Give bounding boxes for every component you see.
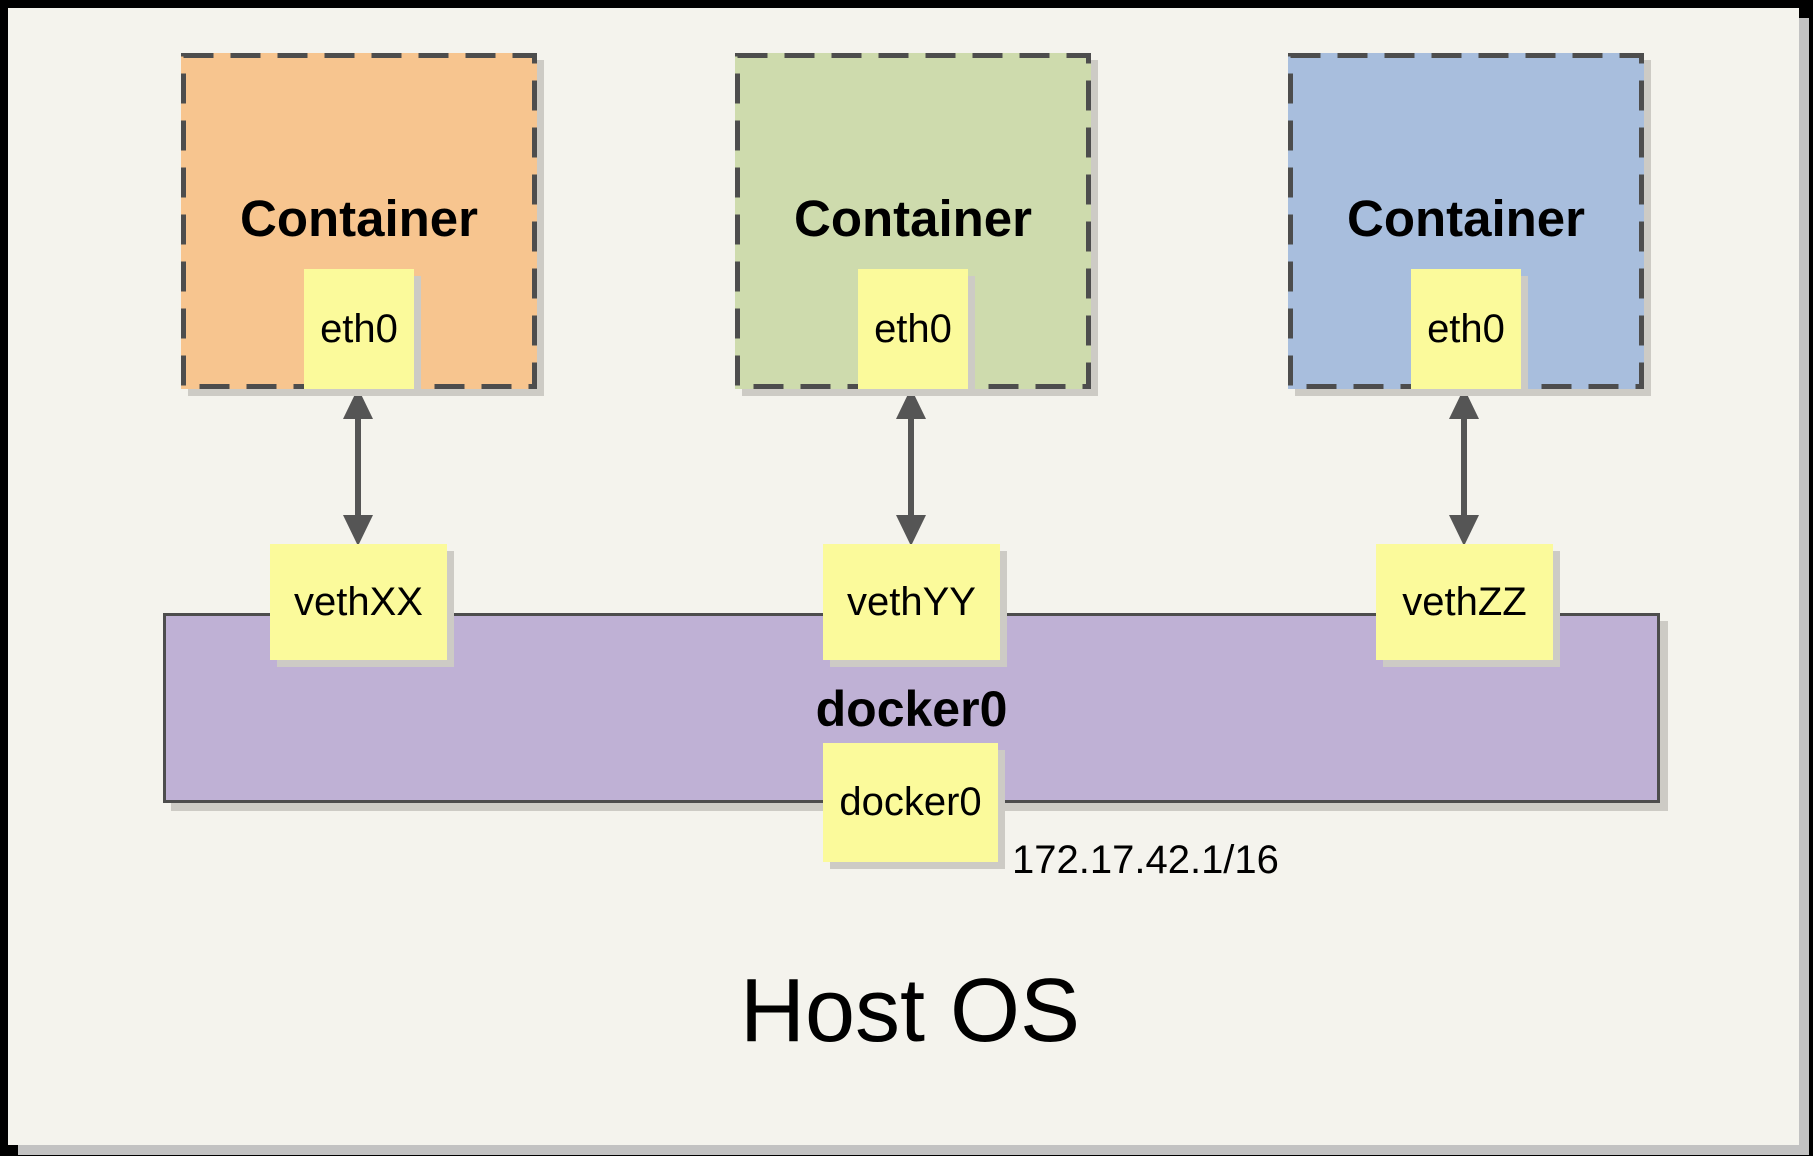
vethxx-box: vethXX [270,544,447,660]
vethzz-box: vethZZ [1376,544,1553,660]
container-box-3: Container eth0 [1288,53,1644,389]
vethxx-label: vethXX [294,579,423,624]
host-os-label: Host OS [739,961,1081,1061]
docker0-interface-box: docker0 [823,743,998,862]
eth0-label: eth0 [320,306,398,351]
vethyy-box: vethYY [823,544,1000,660]
eth0-veth-arrow-icon [896,388,926,546]
container-label: Container [793,190,1033,248]
container-box-1: Container eth0 [181,53,537,389]
eth0-label: eth0 [1427,306,1505,351]
eth0-veth-arrow-icon [343,388,373,546]
container-label: Container [1346,190,1586,248]
eth0-veth-arrow-icon [1449,388,1479,546]
eth0-box: eth0 [858,269,968,389]
vethyy-label: vethYY [847,579,976,624]
docker0-bridge-label: docker0 [815,681,1008,737]
vethzz-label: vethZZ [1402,579,1527,624]
eth0-label: eth0 [874,306,952,351]
eth0-box: eth0 [304,269,414,389]
eth0-box: eth0 [1411,269,1521,389]
docker0-interface-label: docker0 [839,780,982,824]
container-label: Container [239,190,479,248]
container-box-2: Container eth0 [735,53,1091,389]
bridge-ip-label: 172.17.42.1/16 [1012,838,1279,882]
